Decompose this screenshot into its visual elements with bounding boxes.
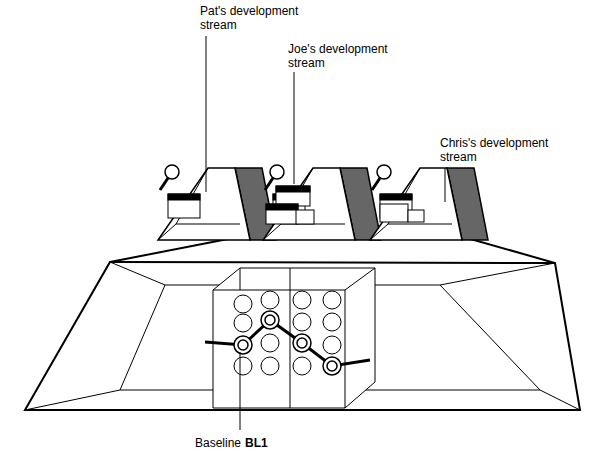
stream-label: Pat's development stream [200, 4, 320, 32]
baseline-name: BL1 [245, 436, 268, 450]
stream-label: Chris's development stream [440, 136, 570, 164]
stream-label: Joe's development stream [288, 42, 408, 70]
baseline-label: Baseline [195, 436, 241, 450]
